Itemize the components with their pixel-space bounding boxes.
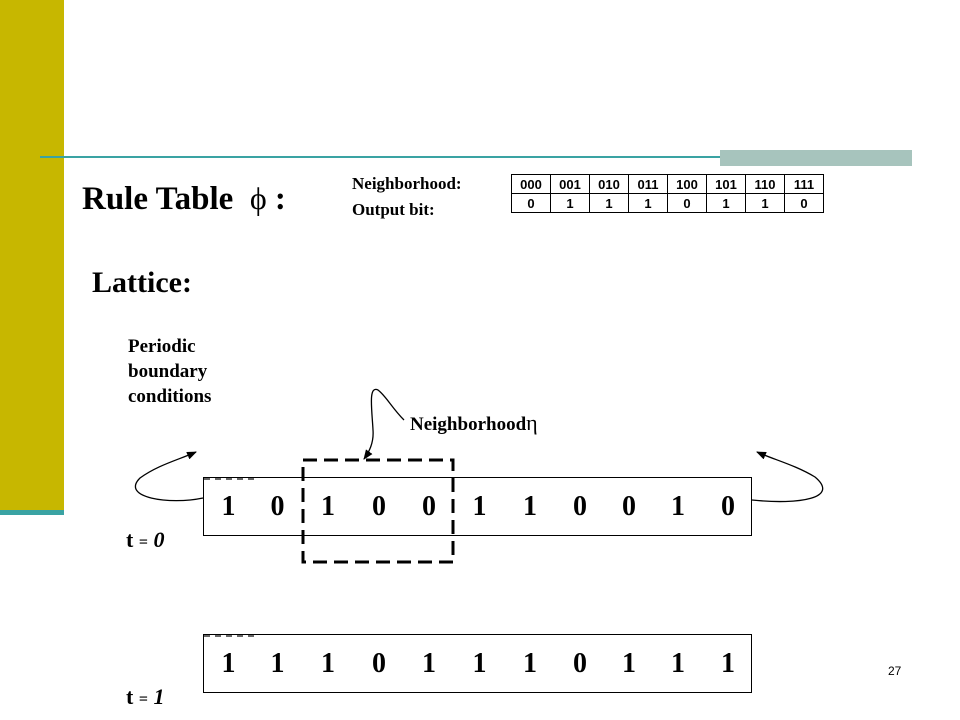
lattice-cell: 0 (422, 490, 436, 522)
output-cell: 1 (745, 193, 785, 213)
output-cell: 0 (784, 193, 824, 213)
lattice-cell: 1 (671, 490, 685, 522)
lattice-cell: 1 (523, 647, 537, 679)
rule-title-colon: : (274, 181, 286, 217)
time-label-t1: t = 1 (126, 684, 164, 710)
lattice-cell: 1 (622, 647, 636, 679)
slide-sidebar-bar (0, 0, 64, 512)
lattice-cell: 1 (321, 490, 335, 522)
lattice-title: Lattice: (92, 266, 192, 299)
rule-title-text: Rule Table (82, 181, 234, 217)
output-row: 0 1 1 1 0 1 1 0 (511, 193, 824, 213)
output-cell: 0 (511, 193, 551, 213)
lattice-cell: 1 (721, 647, 735, 679)
lattice-cell: 1 (221, 490, 236, 522)
lattice-cell: 1 (472, 647, 487, 679)
lattice-cell: 0 (372, 647, 386, 679)
lattice-cell: 0 (721, 490, 735, 522)
periodic-line: Periodic (128, 336, 196, 357)
time-prefix: t (126, 684, 134, 709)
lattice-cell: 0 (622, 490, 636, 522)
page-number: 27 (888, 664, 902, 678)
lattice-row-t0: 1 0 1 0 0 1 1 0 0 1 0 (203, 477, 752, 536)
neighborhood-cell: 000 (511, 174, 551, 194)
time-equals: = (138, 691, 148, 708)
periodic-boundary-label: Periodic boundary conditions (128, 334, 211, 409)
time-equals: = (138, 534, 148, 551)
neighborhood-cell: 010 (589, 174, 629, 194)
row-dash-marker (204, 478, 254, 480)
periodic-line: conditions (128, 386, 212, 407)
neighborhood-label: Neighborhood: (352, 174, 462, 193)
phi-symbol: ϕ (249, 180, 267, 216)
lattice-cell: 1 (321, 647, 335, 679)
lattice-cell: 1 (523, 490, 537, 522)
row-dash-marker (204, 635, 254, 637)
header-divider-line (40, 156, 912, 158)
lattice-cell: 0 (573, 647, 587, 679)
lattice-cell: 1 (422, 647, 436, 679)
time-prefix: t (126, 527, 134, 552)
lattice-cell: 1 (221, 647, 236, 679)
lattice-cell: 1 (671, 647, 685, 679)
output-bit-label: Output bit: (352, 200, 435, 219)
neighborhood-cell: 111 (784, 174, 824, 194)
neighborhood-annotation-text: Neighborhood (410, 414, 527, 435)
lattice-cell: 0 (270, 490, 285, 522)
time-value: 1 (153, 684, 165, 709)
neighborhood-annotation: Neighborhoodη (410, 410, 538, 436)
rule-table: 000 001 010 011 100 101 110 111 0 1 1 1 … (511, 174, 824, 213)
lattice-cell: 1 (472, 490, 487, 522)
neighborhood-cell: 110 (745, 174, 785, 194)
rule-table-title: Rule Table ϕ : (82, 180, 286, 218)
lattice-row-t1: 1 1 1 0 1 1 1 0 1 1 1 (203, 634, 752, 693)
time-value: 0 (153, 527, 165, 552)
eta-symbol: η (526, 410, 538, 435)
neighborhood-pointer-arrow (363, 388, 405, 460)
header-accent-bar (720, 150, 912, 166)
lattice-cell: 0 (573, 490, 587, 522)
time-label-t0: t = 0 (126, 527, 164, 553)
lattice-cell: 1 (270, 647, 285, 679)
left-boundary-arrow (134, 451, 204, 502)
sidebar-underline (0, 510, 64, 515)
lattice-cell: 0 (372, 490, 386, 522)
right-boundary-arrow (751, 451, 824, 503)
periodic-line: boundary (128, 361, 208, 382)
neighborhood-dashed-box (301, 458, 455, 564)
neighborhood-cell: 011 (628, 174, 668, 194)
